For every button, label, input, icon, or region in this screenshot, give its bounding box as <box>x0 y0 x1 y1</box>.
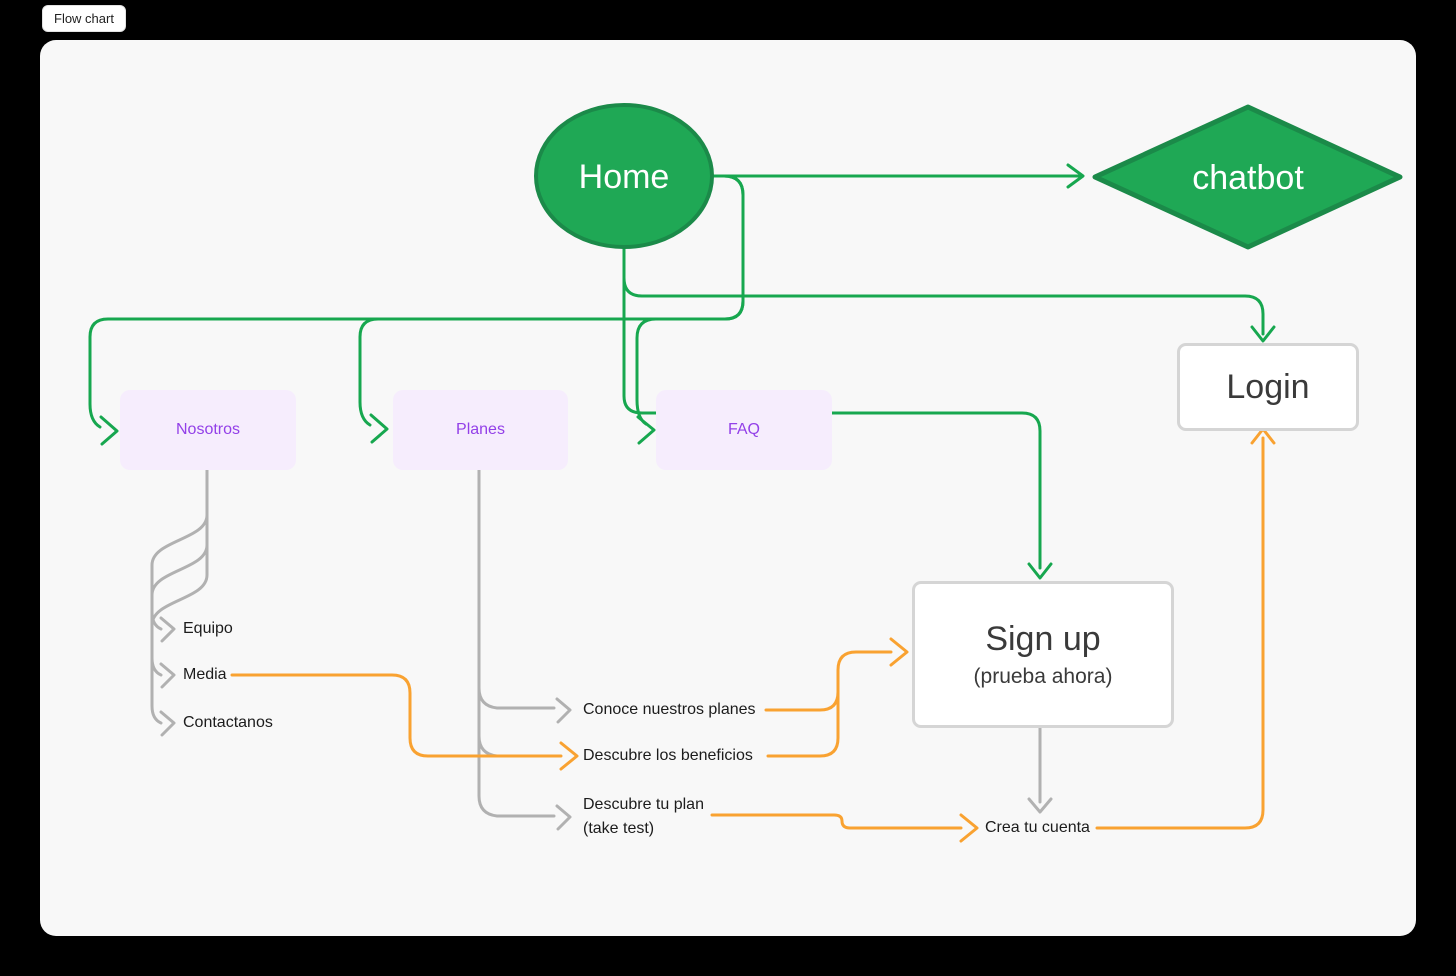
edge-home-faq-b[interactable] <box>635 317 658 445</box>
signup-label: Sign up <box>985 620 1101 658</box>
edge-planes-beneficios[interactable] <box>477 468 547 758</box>
login-label: Login <box>1226 367 1310 406</box>
label-media[interactable]: Media <box>183 666 227 683</box>
label-conoce[interactable]: Conoce nuestros planes <box>583 701 756 718</box>
edge-faq-signup[interactable] <box>830 411 1053 580</box>
edge-nosotros-contactanos[interactable] <box>150 468 209 737</box>
node-signup[interactable]: Sign up (prueba ahora) <box>912 581 1174 728</box>
label-descubre-tu-plan-line2: (take test) <box>583 820 655 837</box>
edge-conoce-signup[interactable] <box>764 637 909 712</box>
node-planes[interactable]: Planes <box>393 390 568 470</box>
label-descubre-tu-plan[interactable]: Descubre tu plan (take test) <box>583 793 704 841</box>
edge-nosotros-media[interactable] <box>150 468 209 689</box>
edge-home-faq-a[interactable] <box>622 246 660 415</box>
diagram-canvas[interactable]: Home chatbot Nosotros Planes FAQ Login S… <box>40 40 1416 936</box>
planes-label: Planes <box>456 421 505 438</box>
chatbot-diamond <box>1092 104 1403 250</box>
node-faq[interactable]: FAQ <box>656 390 832 470</box>
node-chatbot[interactable]: chatbot <box>1092 104 1403 250</box>
edge-home-planes[interactable] <box>358 174 745 444</box>
nosotros-label: Nosotros <box>175 421 241 438</box>
edge-planes-plan[interactable] <box>477 468 572 831</box>
edge-signup-crea[interactable] <box>1027 720 1053 814</box>
signup-sublabel: (prueba ahora) <box>973 665 1113 688</box>
label-equipo[interactable]: Equipo <box>183 620 233 637</box>
label-descubre-tu-plan-line1: Descubre tu plan <box>583 796 704 813</box>
edge-plan-crea[interactable] <box>710 813 979 843</box>
node-home[interactable]: Home <box>534 103 714 249</box>
node-nosotros[interactable]: Nosotros <box>120 390 296 470</box>
connector-layer: Home chatbot <box>88 103 1403 843</box>
edge-home-chatbot[interactable] <box>710 163 1085 189</box>
edge-nosotros-equipo[interactable] <box>150 468 209 643</box>
edge-beneficios-signup[interactable] <box>766 683 840 758</box>
label-contactanos[interactable]: Contactanos <box>183 714 273 731</box>
edge-home-login[interactable] <box>622 246 1276 343</box>
label-crea-tu-cuenta[interactable]: Crea tu cuenta <box>985 819 1090 836</box>
chatbot-label: chatbot <box>1192 159 1304 197</box>
home-ellipse <box>534 103 714 249</box>
edge-media-beneficios[interactable] <box>230 673 579 771</box>
faq-label: FAQ <box>727 421 760 438</box>
edge-planes-conoce[interactable] <box>477 468 572 724</box>
node-login[interactable]: Login <box>1177 343 1359 431</box>
flow-chart-tab[interactable]: Flow chart <box>42 5 126 32</box>
label-beneficios[interactable]: Descubre los beneficios <box>583 747 753 764</box>
home-label: Home <box>579 158 670 196</box>
